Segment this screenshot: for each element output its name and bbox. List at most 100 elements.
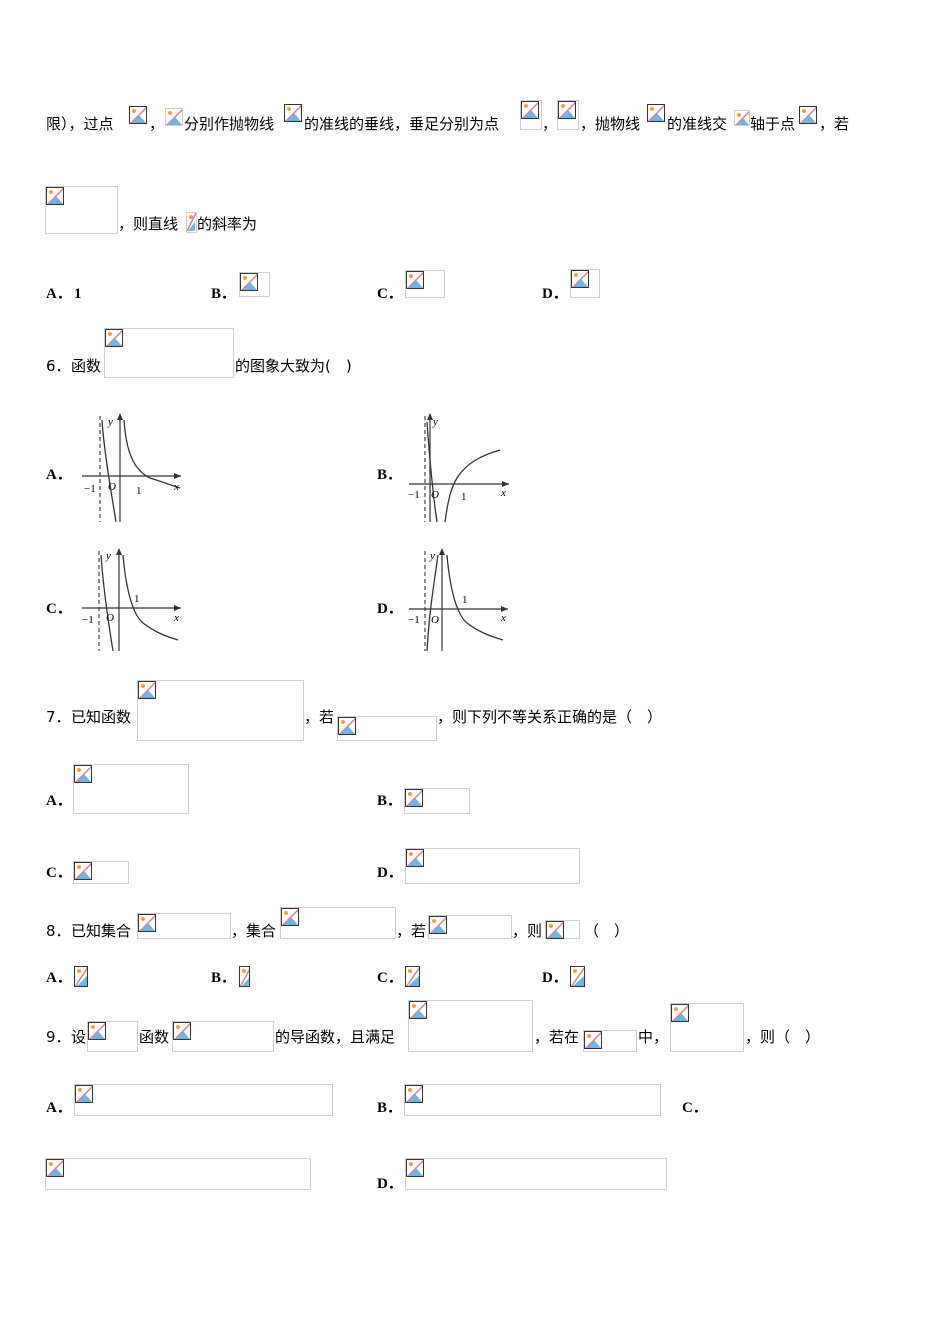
broken-image-icon: [74, 966, 88, 988]
q5-text: 的准线的垂线，垂足分别为点: [304, 115, 500, 133]
broken-image-icon: [408, 1000, 533, 1052]
broken-image-icon: [284, 104, 304, 126]
q7-text: ，若: [304, 708, 335, 726]
broken-image-icon: [137, 680, 304, 741]
image-placeholder-icon: [165, 108, 183, 126]
image-placeholder-icon: [105, 329, 123, 347]
option-label: D．: [377, 1176, 403, 1192]
svg-text:x: x: [173, 612, 179, 624]
option-label: D．: [542, 286, 568, 302]
image-placeholder-icon: [74, 862, 92, 880]
q8-text: ，则: [512, 922, 543, 940]
broken-image-icon: [239, 272, 270, 297]
svg-text:O: O: [108, 481, 116, 493]
svg-text:y: y: [107, 416, 113, 428]
broken-image-icon: [87, 1021, 138, 1052]
q5-text: ，则直线: [118, 215, 179, 233]
option-label: D．: [542, 970, 568, 986]
question-number: 7．: [46, 708, 71, 726]
q5-text: ，: [542, 115, 558, 133]
graph-option-d: y x −1 O 1: [408, 548, 508, 652]
broken-image-icon: [570, 269, 600, 298]
q6-text: 的图象大致为( ): [235, 357, 352, 375]
svg-text:1: 1: [134, 593, 140, 605]
option-value: 1: [74, 286, 82, 302]
broken-image-icon: [137, 913, 231, 939]
q5-text: 的斜率为: [197, 215, 258, 233]
svg-text:x: x: [173, 481, 179, 493]
q9-text: 中，: [638, 1028, 669, 1046]
image-placeholder-icon: [187, 213, 196, 232]
image-placeholder-icon: [521, 101, 539, 119]
image-placeholder-icon: [138, 914, 156, 932]
broken-image-icon: [405, 966, 420, 988]
option-label: A．: [46, 1100, 72, 1116]
image-placeholder-icon: [571, 270, 589, 288]
svg-text:y: y: [105, 550, 111, 562]
broken-image-icon: [405, 848, 580, 884]
image-placeholder-icon: [406, 271, 424, 289]
question-number: 9．: [46, 1028, 71, 1046]
broken-image-icon: [545, 920, 580, 939]
graph-option-a: y x −1 O 1: [82, 413, 181, 523]
image-placeholder-icon: [406, 1159, 424, 1177]
option-label: C．: [377, 970, 403, 986]
image-placeholder-icon: [74, 765, 92, 783]
svg-text:−1: −1: [408, 614, 420, 626]
image-placeholder-icon: [799, 106, 817, 124]
q9-text: 的导函数，且满足: [275, 1028, 396, 1046]
broken-image-icon: [186, 212, 197, 233]
image-placeholder-icon: [570, 966, 585, 987]
image-placeholder-icon: [239, 966, 250, 987]
image-placeholder-icon: [284, 104, 302, 122]
option-label: B．: [377, 793, 403, 809]
image-placeholder-icon: [74, 966, 88, 987]
svg-text:O: O: [106, 612, 114, 624]
broken-image-icon: [73, 861, 129, 884]
question-number: 8．: [46, 922, 71, 940]
q9-text: ，则（ ）: [745, 1028, 821, 1046]
q6-text: 函数: [71, 357, 102, 375]
broken-image-icon: [129, 106, 149, 128]
graph-option-b: y x −1 O 1: [408, 413, 509, 523]
broken-image-icon: [428, 915, 512, 939]
broken-image-icon: [647, 104, 667, 126]
image-placeholder-icon: [138, 681, 156, 699]
svg-text:−1: −1: [82, 614, 94, 626]
broken-image-icon: [405, 1158, 667, 1190]
broken-image-icon: [670, 1003, 744, 1052]
option-label: A．: [46, 467, 72, 483]
image-placeholder-icon: [405, 966, 420, 987]
svg-text:1: 1: [461, 491, 467, 503]
image-placeholder-icon: [558, 101, 576, 119]
broken-image-icon: [404, 788, 470, 814]
option-label: B．: [211, 286, 237, 302]
broken-image-icon: [45, 186, 118, 234]
broken-image-icon: [799, 106, 819, 128]
image-placeholder-icon: [75, 1085, 93, 1103]
option-label: C．: [377, 286, 403, 302]
option-label: D．: [377, 601, 403, 617]
q5-text: ，: [149, 115, 165, 133]
broken-image-icon: [583, 1030, 637, 1052]
broken-image-icon: [734, 110, 750, 126]
image-placeholder-icon: [129, 106, 147, 124]
q8-text: ，集合: [231, 922, 277, 940]
image-placeholder-icon: [173, 1022, 191, 1040]
option-label: A．: [46, 970, 72, 986]
svg-text:O: O: [431, 489, 439, 501]
broken-image-icon: [74, 1084, 333, 1116]
svg-text:y: y: [429, 550, 435, 562]
image-placeholder-icon: [734, 110, 750, 126]
image-placeholder-icon: [240, 273, 258, 291]
broken-image-icon: [73, 764, 189, 814]
svg-text:−1: −1: [84, 483, 96, 495]
broken-image-icon: [405, 270, 445, 298]
image-placeholder-icon: [46, 1159, 64, 1177]
option-label: A．: [46, 286, 72, 302]
image-placeholder-icon: [281, 908, 299, 926]
q5-text: 的准线交: [667, 115, 728, 133]
broken-image-icon: [239, 966, 250, 988]
image-placeholder-icon: [405, 789, 423, 807]
option-label: C．: [682, 1100, 708, 1116]
